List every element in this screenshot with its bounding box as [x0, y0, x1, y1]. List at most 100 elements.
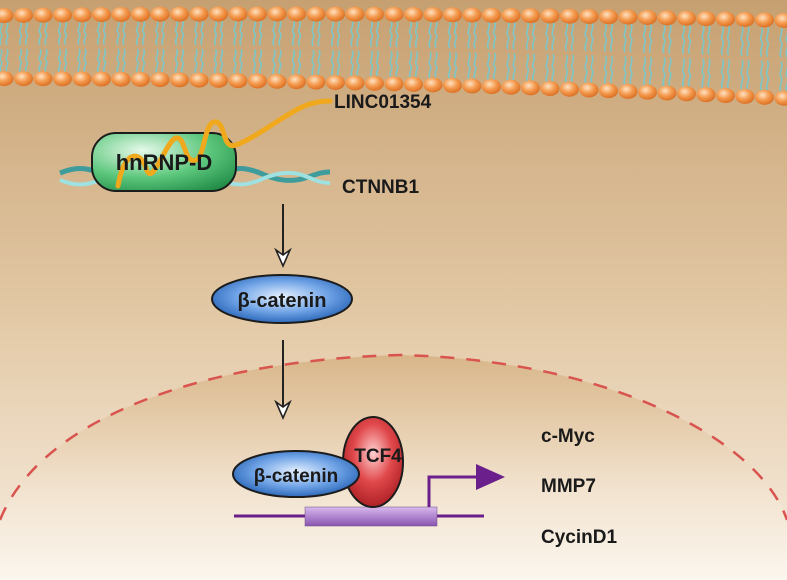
- lipid-tail: [155, 19, 159, 46]
- lipid-tail: [584, 54, 588, 85]
- lipid-head: [92, 71, 111, 87]
- lipid-tail: [414, 20, 419, 48]
- lipid-tail: [486, 52, 491, 81]
- lipid-tail: [642, 56, 647, 87]
- lipid-head: [384, 6, 404, 22]
- lipid-head: [267, 73, 287, 89]
- lipid-tail: [570, 21, 575, 52]
- lipid-tail: [740, 25, 744, 57]
- lipid-tail: [779, 60, 783, 93]
- lipid-tail: [687, 23, 692, 55]
- lipid-tail: [447, 20, 452, 49]
- lipid-head: [482, 7, 501, 23]
- lipid-tail: [239, 48, 243, 76]
- lipid-tail: [356, 19, 360, 47]
- lipid-tail: [219, 19, 224, 46]
- lipid-tail: [278, 19, 282, 47]
- lipid-tail: [453, 51, 458, 80]
- lipid-tail: [414, 51, 419, 79]
- lipid-tail: [759, 25, 764, 57]
- lipid-head: [72, 71, 92, 87]
- lipid-tail: [77, 20, 81, 46]
- lipid-tail: [102, 48, 107, 74]
- lipid-tail: [233, 48, 237, 76]
- lipid-tail: [408, 51, 413, 79]
- lipid-tail: [765, 60, 770, 92]
- lipid-tail: [0, 21, 3, 46]
- lipid-tail: [564, 21, 569, 52]
- lipid-head: [638, 9, 657, 25]
- lipid-tail: [233, 19, 237, 46]
- translation-arrow: [274, 204, 292, 268]
- lipid-tail: [96, 48, 101, 74]
- lipid-head: [618, 83, 638, 99]
- lipid-head: [248, 73, 267, 89]
- lipid-tail: [161, 19, 165, 46]
- lipid-head: [287, 6, 306, 22]
- lipid-head: [72, 7, 92, 23]
- lipid-tail: [122, 48, 126, 74]
- lipid-head: [111, 71, 131, 87]
- lipid-tail: [219, 48, 224, 75]
- lipid-tail: [350, 19, 354, 47]
- lipid-tail: [570, 54, 575, 84]
- lipid-tail: [603, 22, 608, 53]
- lipid-tail: [297, 19, 302, 47]
- lipid-tail: [720, 24, 725, 56]
- lipid-tail: [551, 21, 555, 51]
- lipid-tail: [291, 49, 296, 77]
- target-gene-label: MMP7: [541, 476, 596, 497]
- lipid-tail: [135, 48, 140, 74]
- beta-catenin-cytoplasm-label: β-catenin: [238, 290, 327, 312]
- lipid-tail: [662, 57, 666, 88]
- lipid-tail: [141, 48, 146, 74]
- lipid-tail: [428, 51, 432, 80]
- lipid-head: [53, 71, 72, 87]
- lipid-tail: [44, 48, 48, 74]
- lipid-tail: [5, 48, 9, 73]
- lipid-head: [365, 75, 384, 91]
- lipid-tail: [506, 52, 510, 82]
- lipid-tail: [141, 19, 146, 46]
- lipid-head: [599, 83, 618, 99]
- lipid-tail: [57, 20, 62, 46]
- lipid-tail: [506, 21, 510, 50]
- lipid-tail: [116, 48, 120, 74]
- lipid-tail: [512, 52, 516, 82]
- lipid-tail: [161, 48, 165, 75]
- lipid-tail: [311, 49, 315, 77]
- lipid-tail: [200, 19, 204, 46]
- ctnnb1-label: CTNNB1: [342, 177, 419, 198]
- lipid-tail: [531, 21, 536, 51]
- lipid-tail: [174, 48, 179, 75]
- lipid-head: [404, 76, 423, 92]
- lipid-head: [677, 86, 696, 102]
- lipid-tail: [213, 48, 218, 75]
- lipid-tail: [38, 20, 42, 46]
- lipid-head: [462, 78, 482, 94]
- lipid-tail: [473, 52, 477, 81]
- lipid-head: [716, 11, 735, 27]
- lipid-tail: [278, 49, 282, 76]
- lipid-tail: [258, 19, 263, 46]
- lipid-tail: [551, 53, 555, 83]
- lipid-tail: [642, 23, 647, 54]
- lipid-head: [774, 12, 787, 28]
- linc01354-lncrna: [115, 98, 333, 189]
- lipid-head: [306, 74, 326, 90]
- lipid-tail: [779, 26, 783, 58]
- lipid-tail: [701, 58, 705, 90]
- transcription-start-arrow: [427, 464, 505, 507]
- lipid-tail: [0, 48, 3, 73]
- lipid-head: [735, 11, 755, 27]
- lipid-head: [423, 77, 443, 93]
- lipid-tail: [590, 22, 594, 52]
- lipid-head: [482, 79, 501, 95]
- lipid-tail: [746, 59, 750, 91]
- lipid-tail: [83, 48, 87, 74]
- lipid-tail: [668, 57, 672, 88]
- lipid-tail: [492, 52, 497, 81]
- lipid-tail: [116, 20, 120, 46]
- lipid-tail: [291, 19, 296, 47]
- lipid-tail: [434, 51, 438, 80]
